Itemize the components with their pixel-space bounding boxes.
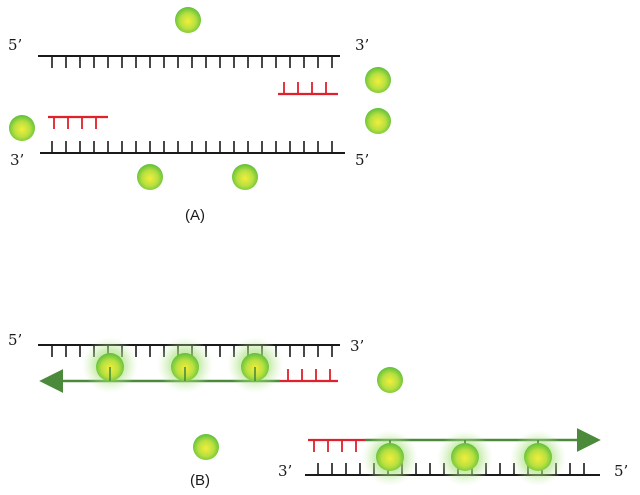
panel-a-primer-top xyxy=(278,82,338,94)
strand-bases xyxy=(52,56,332,68)
panel-b-primer-top xyxy=(280,369,338,381)
panel-a-top-strand: 5’ 3’ xyxy=(8,36,369,68)
nucleotide xyxy=(377,367,403,393)
nucleotide xyxy=(193,434,219,460)
panel-b-primer-bottom xyxy=(308,440,365,452)
nucleotide xyxy=(376,443,404,471)
nucleotide xyxy=(175,7,201,33)
three-prime-label: 3’ xyxy=(10,151,24,169)
strand-bases xyxy=(52,141,332,153)
nucleotide xyxy=(451,443,479,471)
panel-b-incorporated-nucleotides-bottom xyxy=(362,430,566,486)
nucleotide xyxy=(232,164,258,190)
nucleotide xyxy=(9,115,35,141)
panel-a-free-nucleotides xyxy=(9,7,391,190)
panel-a-primer-bottom xyxy=(48,117,108,129)
panel-b-incorporated-nucleotides-top xyxy=(82,337,283,393)
three-prime-label: 3’ xyxy=(278,462,292,480)
panel-a-bottom-strand: 3’ 5’ xyxy=(10,141,369,169)
nucleotide xyxy=(137,164,163,190)
five-prime-label: 5’ xyxy=(8,331,22,349)
nucleotide xyxy=(365,67,391,93)
five-prime-label: 5’ xyxy=(355,151,369,169)
panel-b: 5’ 3’ 3’ 5’ xyxy=(8,331,628,489)
three-prime-label: 3’ xyxy=(350,337,364,355)
nucleotide xyxy=(365,108,391,134)
panel-b-caption: (B) xyxy=(190,472,210,489)
panel-a-caption: (A) xyxy=(185,207,205,224)
panel-a: 5’ 3’ 3’ 5’ (A) xyxy=(8,7,391,224)
three-prime-label: 3’ xyxy=(355,36,369,54)
five-prime-label: 5’ xyxy=(8,36,22,54)
nucleotide xyxy=(524,443,552,471)
five-prime-label: 5’ xyxy=(614,462,628,480)
